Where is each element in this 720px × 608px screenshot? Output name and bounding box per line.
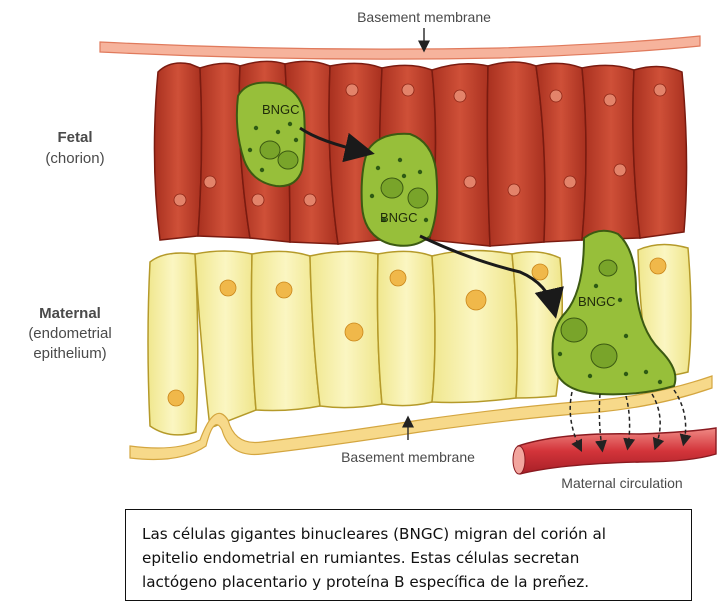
maternal-label: Maternal [39, 305, 101, 322]
fetal-cell [582, 65, 640, 240]
top-membrane-label: Basement membrane [357, 9, 491, 25]
maternal-cell [148, 253, 198, 435]
fetal-sublabel: (chorion) [45, 150, 104, 167]
fetal-cell [154, 63, 201, 240]
bngc-label-1: BNGC [262, 102, 300, 117]
bngc-cell-2 [362, 134, 438, 246]
maternal-cell [432, 250, 517, 402]
maternal-sublabel-1: (endometrial [28, 325, 111, 342]
bngc-label-2: BNGC [380, 210, 418, 225]
bngc-label-3: BNGC [578, 294, 616, 309]
fetal-label: Fetal [57, 129, 92, 146]
top-basement-membrane [100, 36, 700, 59]
maternal-circulation-label: Maternal circulation [561, 475, 682, 491]
maternal-cell [252, 251, 321, 410]
fetal-cell [487, 62, 545, 246]
caption-box: Las células gigantes binucleares (BNGC) … [125, 509, 692, 601]
caption-line-1: Las células gigantes binucleares (BNGC) … [142, 522, 675, 546]
maternal-sublabel-2: epithelium) [33, 345, 106, 362]
maternal-blood-vessel [513, 428, 716, 474]
maternal-cell [195, 251, 256, 428]
bottom-membrane-label: Basement membrane [341, 449, 475, 465]
caption-line-3: lactógeno placentario y proteína B espec… [142, 570, 675, 594]
maternal-cell [378, 251, 436, 405]
caption-line-2: epitelio endometrial en rumiantes. Estas… [142, 546, 675, 570]
placenta-diagram: Basement membrane Basement membrane Feta… [0, 0, 720, 500]
